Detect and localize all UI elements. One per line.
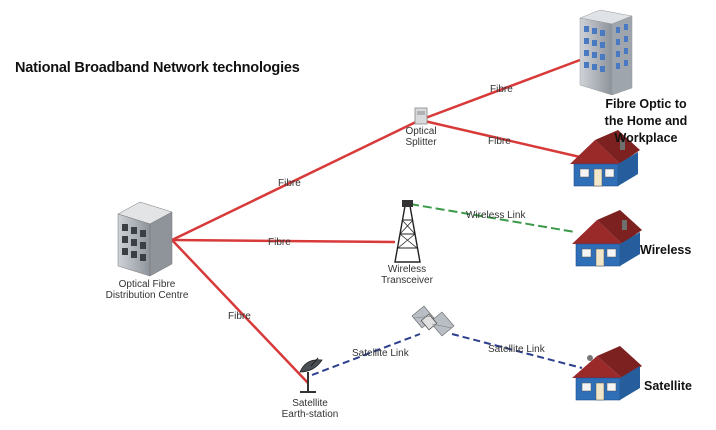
fibre-line-to-house	[419, 118, 581, 159]
satellite-outcome-label: Satellite	[644, 379, 692, 393]
distribution-centre-icon	[117, 201, 173, 277]
wireless-outcome-label: Wireless	[640, 243, 692, 257]
fibre-label-earth: Fibre	[228, 311, 251, 322]
wireless-link-line	[409, 203, 576, 233]
fttp-label: Fibre Optic to the Home and Workplace	[604, 97, 688, 145]
fibre-label-splitter: Fibre	[278, 178, 301, 189]
wireless-transceiver-label: Wireless Transceiver	[381, 264, 433, 286]
fibre-line-to-building	[419, 58, 581, 122]
fibre-label-tower: Fibre	[268, 237, 291, 248]
earth-station-label: Satellite Earth-station	[281, 398, 339, 420]
earth-station-dish-icon	[299, 357, 323, 393]
satellite-link-label-up: Satellite Link	[352, 348, 409, 359]
fibre-line-to-earth	[171, 239, 309, 384]
house-fibre-icon	[570, 130, 640, 187]
satellite-link-down-line	[451, 333, 583, 369]
fibre-line-to-tower	[171, 238, 396, 244]
fibre-label-building: Fibre	[490, 84, 513, 95]
house-wireless-icon	[572, 210, 642, 267]
fibre-lines	[171, 58, 581, 384]
wireless-link-label: Wireless Link	[466, 210, 526, 221]
satellite-link-up-line	[311, 333, 421, 376]
optical-splitter-icon	[414, 107, 428, 125]
wireless-tower-icon	[394, 200, 421, 263]
house-satellite-icon	[572, 346, 642, 401]
satellite-icon	[411, 305, 455, 337]
fibre-label-house: Fibre	[488, 136, 511, 147]
satellite-link-label-down: Satellite Link	[488, 344, 545, 355]
diagram-title: National Broadband Network technologies	[15, 60, 300, 76]
office-building-icon	[579, 9, 633, 96]
fibre-line-to-splitter	[171, 118, 421, 242]
distribution-centre-label: Optical Fibre Distribution Centre	[105, 279, 189, 301]
optical-splitter-label: Optical Splitter	[405, 126, 437, 148]
